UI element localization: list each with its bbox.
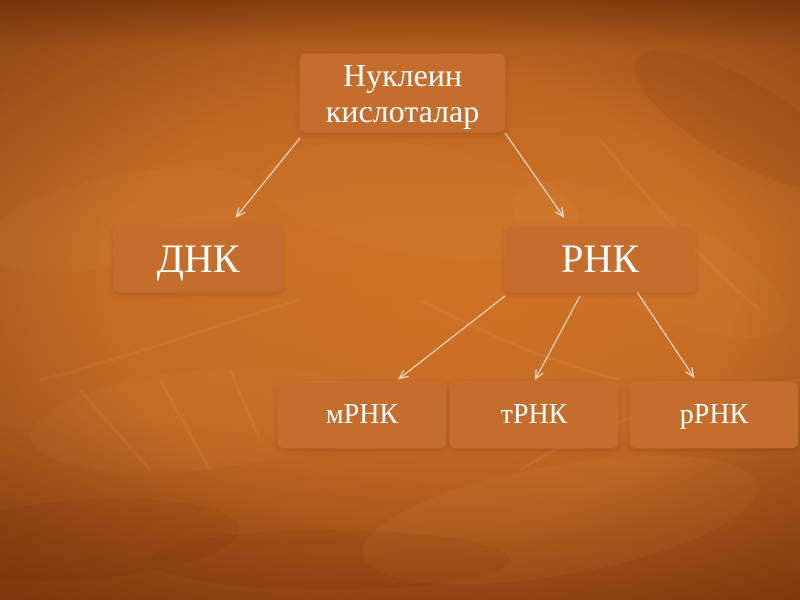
node-dna-label: ДНК <box>156 236 240 281</box>
node-mrna: мРНК <box>278 382 446 448</box>
arrow-rna-to-mrna <box>400 295 506 378</box>
node-rrna-label: рРНК <box>679 399 749 430</box>
node-trna: тРНК <box>450 382 618 448</box>
arrow-rna-to-trna <box>536 295 581 378</box>
node-nucleic-acids: Нуклеин кислоталар <box>300 54 505 132</box>
arrow-root-to-rna <box>504 132 563 216</box>
arrow-root-to-dna <box>237 137 301 216</box>
node-nucleic-acids-label: Нуклеин кислоталар <box>325 57 480 129</box>
node-rna-label: РНК <box>561 236 639 281</box>
arrow-rna-to-rrna <box>636 291 693 376</box>
node-dna: ДНК <box>114 226 282 292</box>
node-rna: РНК <box>505 226 695 292</box>
node-trna-label: тРНК <box>500 399 568 430</box>
node-rrna: рРНК <box>630 382 798 448</box>
node-mrna-label: мРНК <box>325 399 399 430</box>
